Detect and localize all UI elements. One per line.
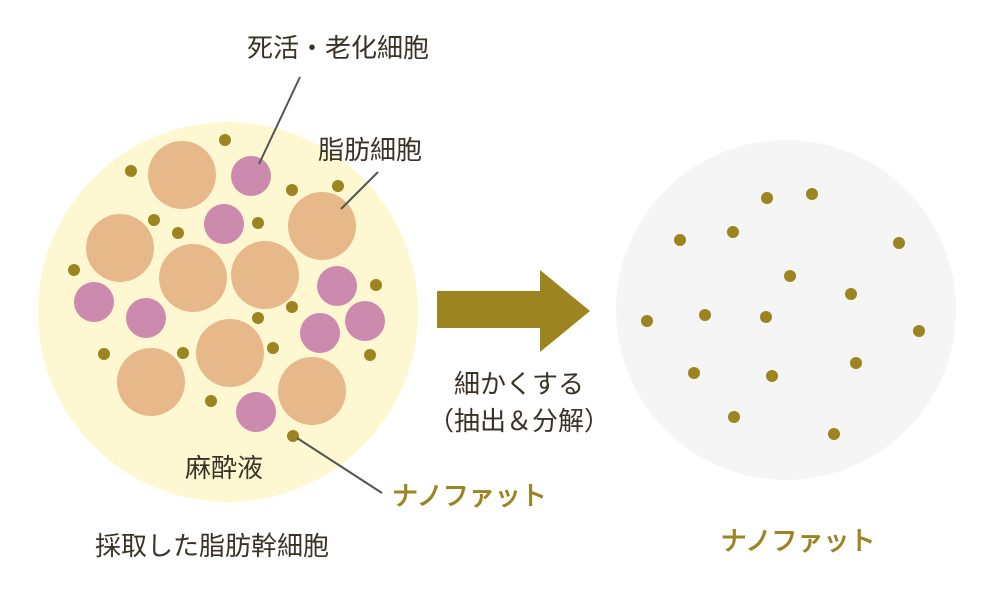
dead-cell (345, 301, 385, 341)
nanofat-dot (267, 342, 279, 354)
harvested-sample: 死活・老化細胞 脂肪細胞 麻酔液 ナノファット 採取した脂肪幹細胞 (38, 34, 547, 562)
sample-nanofat-dots (68, 134, 382, 442)
dead-cell (74, 282, 114, 322)
leader-line-fat-cells (340, 171, 379, 210)
nanofat-dot (252, 312, 264, 324)
nanofat-dot (286, 184, 298, 196)
nanofat-dot (893, 237, 905, 249)
label-harvested: 採取した脂肪幹細胞 (95, 532, 329, 562)
fat-cell (196, 319, 264, 387)
leader-line-nanofat (296, 437, 383, 494)
dead-aging-cells (74, 156, 385, 432)
dead-cell (236, 392, 276, 432)
fat-cells (86, 141, 356, 425)
nanofat-dot (286, 301, 298, 313)
nanofat-dot (688, 367, 700, 379)
dead-cell (126, 298, 166, 338)
nanofat-dot (332, 180, 344, 192)
label-anesthetic: 麻酔液 (185, 454, 263, 484)
nanofat-dot (766, 370, 778, 382)
fat-cell (117, 348, 185, 416)
nanofat-dot (784, 270, 796, 282)
result-background (616, 140, 956, 480)
fat-cell (159, 244, 227, 312)
dead-cell (317, 266, 357, 306)
nanofat-dot (828, 428, 840, 440)
label-process-line2: （抽出＆分解） (428, 407, 610, 437)
nanofat-dot (177, 347, 189, 359)
dead-cell (231, 156, 271, 196)
nanofat-dot (148, 214, 160, 226)
fat-cell (288, 192, 356, 260)
label-process-line1: 細かくする (454, 370, 584, 400)
fat-cell (86, 214, 154, 282)
label-nanofat-callout: ナノファット (392, 482, 547, 512)
nanofat-dot (172, 227, 184, 239)
nanofat-dot (761, 192, 773, 204)
nanofat-dot (68, 264, 80, 276)
nanofat-dot (364, 349, 376, 361)
nanofat-dot (850, 357, 862, 369)
nanofat-dot (252, 217, 264, 229)
nanofat-dot (674, 234, 686, 246)
label-fat-cells: 脂肪細胞 (318, 136, 422, 166)
nanofat-dot (913, 325, 925, 337)
nanofat-dot (641, 315, 653, 327)
nanofat-dot (287, 430, 299, 442)
nanofat-dot (125, 165, 137, 177)
arrow-shape (437, 270, 590, 352)
nanofat-dot (699, 309, 711, 321)
fat-cell (278, 357, 346, 425)
dead-cell (300, 313, 340, 353)
leader-lines (258, 76, 383, 494)
leader-line-dead-cells (258, 76, 301, 165)
nanofat-dot (219, 134, 231, 146)
nanofat-dot (760, 311, 772, 323)
nanofat-dot (370, 279, 382, 291)
process-arrow: 細かくする （抽出＆分解） (428, 270, 610, 437)
nanofat-dot (845, 288, 857, 300)
nanofat-dot (728, 411, 740, 423)
nanofat-dot (98, 348, 110, 360)
fat-cell (231, 241, 299, 309)
dead-cell (204, 204, 244, 244)
fat-cell (148, 141, 216, 209)
nanofat-dot (727, 226, 739, 238)
label-dead-aging-cells: 死活・老化細胞 (247, 34, 429, 64)
result-sample: ナノファット (616, 140, 956, 557)
nanofat-dot (205, 395, 217, 407)
result-nanofat-dots (641, 188, 925, 440)
nanofat-dot (806, 188, 818, 200)
label-result: ナノファット (721, 527, 876, 557)
